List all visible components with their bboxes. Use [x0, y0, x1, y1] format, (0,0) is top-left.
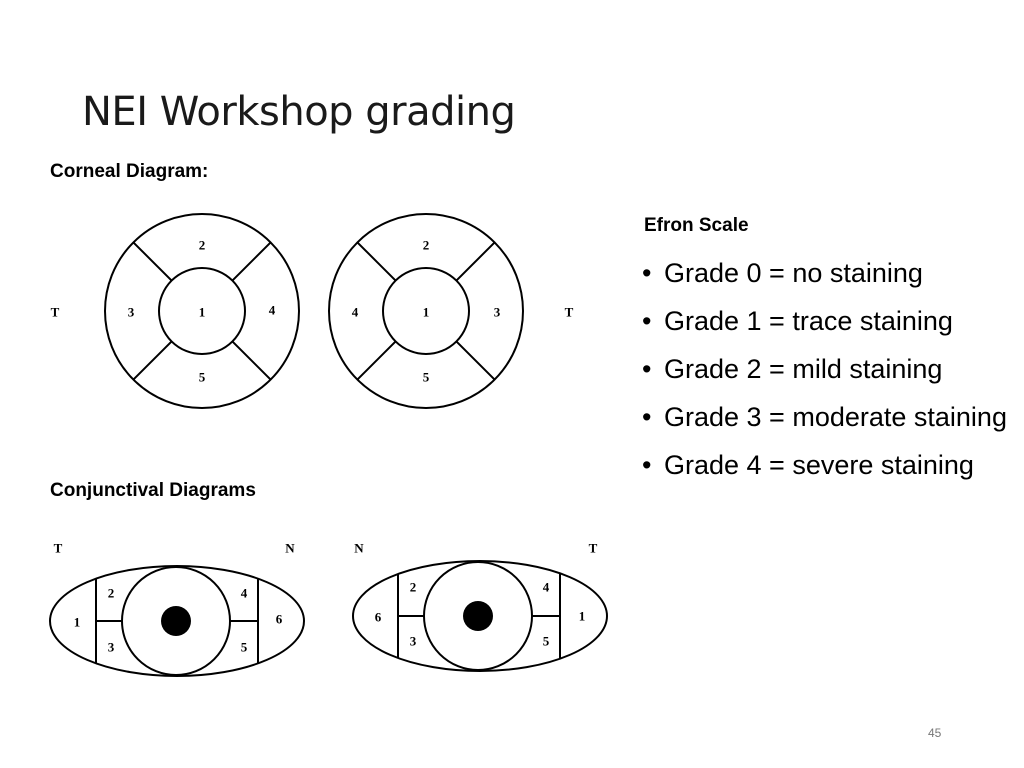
grade-list-item: • Grade 1 = trace staining [640, 303, 1010, 340]
conjunctival-diagrams-heading: Conjunctival Diagrams [50, 480, 256, 501]
conj-right-zone-2: 2 [410, 580, 417, 595]
conjunctival-right-eye-diagram [352, 560, 608, 672]
grade-text: Grade 0 = no staining [664, 258, 923, 288]
conj-right-nasal-label: N [354, 541, 364, 556]
bullet-icon: • [642, 354, 652, 384]
conj-left-nasal-label: N [285, 541, 295, 556]
slide-title: NEI Workshop grading [82, 89, 516, 135]
conj-left-temporal-label: T [54, 541, 63, 556]
corneal-right-temporal-label: T [565, 305, 574, 320]
conj-right-zone-5: 5 [543, 634, 550, 649]
page-number: 45 [928, 726, 942, 740]
corneal-right-zone-top: 2 [423, 238, 430, 253]
corneal-right-zone-center: 1 [423, 305, 430, 320]
grade-list-item: • Grade 2 = mild staining [640, 351, 1010, 388]
bullet-icon: • [642, 402, 652, 432]
conjunctival-left-eye-diagram [49, 565, 305, 677]
grade-text: Grade 2 = mild staining [664, 354, 943, 384]
corneal-left-zone-bottom: 5 [199, 370, 206, 385]
efron-grade-list: • Grade 0 = no staining • Grade 1 = trace … [640, 255, 1010, 495]
corneal-left-zone-top: 2 [199, 238, 206, 253]
corneal-right-eye-diagram [328, 213, 524, 409]
corneal-left-temporal-label: T [51, 305, 60, 320]
conj-left-zone-1: 1 [74, 615, 81, 630]
conj-left-zone-3: 3 [108, 640, 115, 655]
conj-left-zone-6: 6 [276, 612, 283, 627]
conj-right-zone-1: 1 [579, 609, 586, 624]
corneal-right-zone-right: 3 [494, 305, 501, 320]
bullet-icon: • [642, 306, 652, 336]
corneal-right-zone-bottom: 5 [423, 370, 430, 385]
corneal-diagram-heading: Corneal Diagram: [50, 161, 209, 182]
corneal-left-zone-center: 1 [199, 305, 206, 320]
corneal-right-zone-left: 4 [352, 305, 359, 320]
conj-left-zone-2: 2 [108, 586, 115, 601]
bullet-icon: • [642, 258, 652, 288]
corneal-left-zone-right: 4 [269, 303, 276, 318]
grade-text: Grade 4 = severe staining [664, 450, 974, 480]
conj-left-zone-4: 4 [241, 586, 248, 601]
grade-text: Grade 3 = moderate staining [664, 402, 1007, 432]
corneal-left-zone-left: 3 [128, 305, 135, 320]
conj-right-temporal-label: T [589, 541, 598, 556]
corneal-left-eye-diagram [104, 213, 300, 409]
conj-right-zone-6: 6 [375, 610, 382, 625]
grade-text: Grade 1 = trace staining [664, 306, 953, 336]
conj-right-zone-4: 4 [543, 580, 550, 595]
conj-left-zone-5: 5 [241, 640, 248, 655]
grade-list-item: • Grade 4 = severe staining [640, 447, 1010, 484]
bullet-icon: • [642, 450, 652, 480]
efron-scale-title: Efron Scale [644, 215, 749, 236]
grade-list-item: • Grade 0 = no staining [640, 255, 1010, 292]
grade-list-item: • Grade 3 = moderate staining [640, 399, 1010, 436]
conj-right-zone-3: 3 [410, 634, 417, 649]
